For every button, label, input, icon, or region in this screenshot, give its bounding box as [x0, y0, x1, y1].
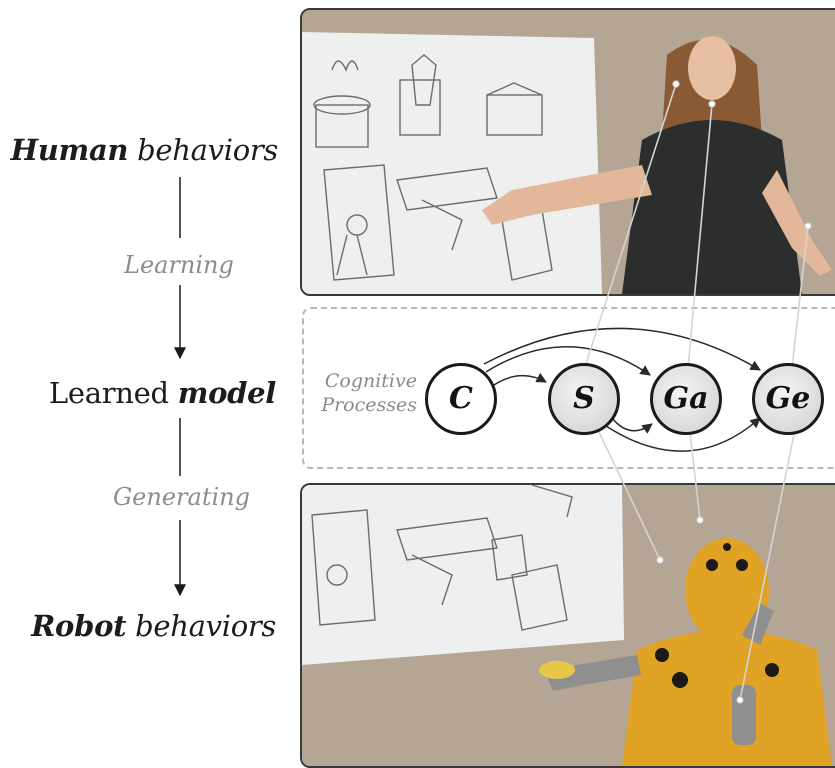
edge-c-ge: [483, 327, 761, 371]
human-label-bold: Human: [10, 133, 129, 167]
robot-dot-3: [765, 663, 779, 677]
robot-gripper: [539, 661, 575, 679]
learning-label: Learning: [124, 251, 234, 279]
robot-sensor: [723, 543, 731, 551]
robot-dot-1: [655, 648, 669, 662]
human-scene-illustration: [302, 10, 835, 294]
projected-sketches: [311, 485, 573, 631]
edge-c-s: [493, 372, 547, 386]
cognitive-processes-label: Cognitive Processes: [312, 369, 417, 417]
face: [688, 36, 736, 100]
model-label-plain: Learned: [48, 376, 178, 410]
robot-scene-illustration: [302, 485, 835, 766]
robot-demonstration-photo: [300, 483, 835, 768]
connector-human-s: [583, 83, 677, 371]
robot-label-rest: behaviors: [126, 609, 276, 643]
shirt: [622, 120, 802, 294]
edge-s-ge: [605, 417, 761, 452]
generating-label: Generating: [113, 483, 250, 511]
connector-human-ga: [687, 103, 713, 369]
node-ge: Ge: [752, 363, 824, 435]
robot-torso: [622, 630, 832, 766]
node-s: S: [548, 363, 620, 435]
robot-arm-right: [742, 603, 774, 645]
robot-dot-2: [672, 672, 688, 688]
node-c: C: [425, 363, 497, 435]
robot-label-bold: Robot: [31, 609, 127, 643]
cognitive-line2: Processes: [321, 394, 417, 416]
arm-left: [482, 165, 652, 225]
robot-arm-left: [547, 655, 641, 691]
robot-eye-left: [706, 559, 718, 571]
robot-head: [685, 538, 769, 642]
connector-robot-ga: [689, 431, 701, 521]
connector-robot-ge: [739, 433, 795, 701]
human-label-rest: behaviors: [128, 133, 278, 167]
edge-s-ga: [611, 417, 653, 434]
human-demonstration-photo: [300, 8, 835, 296]
edge-c-ga: [485, 346, 651, 376]
projection-screen: [302, 485, 624, 665]
learned-model-box: [302, 307, 835, 469]
projection-screen: [302, 32, 602, 294]
connector-human-ge: [791, 225, 809, 369]
robot-eye-right: [736, 559, 748, 571]
cognitive-line1: Cognitive: [324, 370, 417, 392]
robot-behaviors-label: Robot behaviors: [0, 609, 276, 643]
node-ga: Ga: [650, 363, 722, 435]
connector-robot-s: [597, 429, 661, 561]
human-behaviors-label: Human behaviors: [0, 133, 279, 167]
model-label-bold: model: [177, 376, 277, 410]
arm-right: [762, 170, 832, 276]
learned-model-label: Learned model: [0, 376, 276, 410]
